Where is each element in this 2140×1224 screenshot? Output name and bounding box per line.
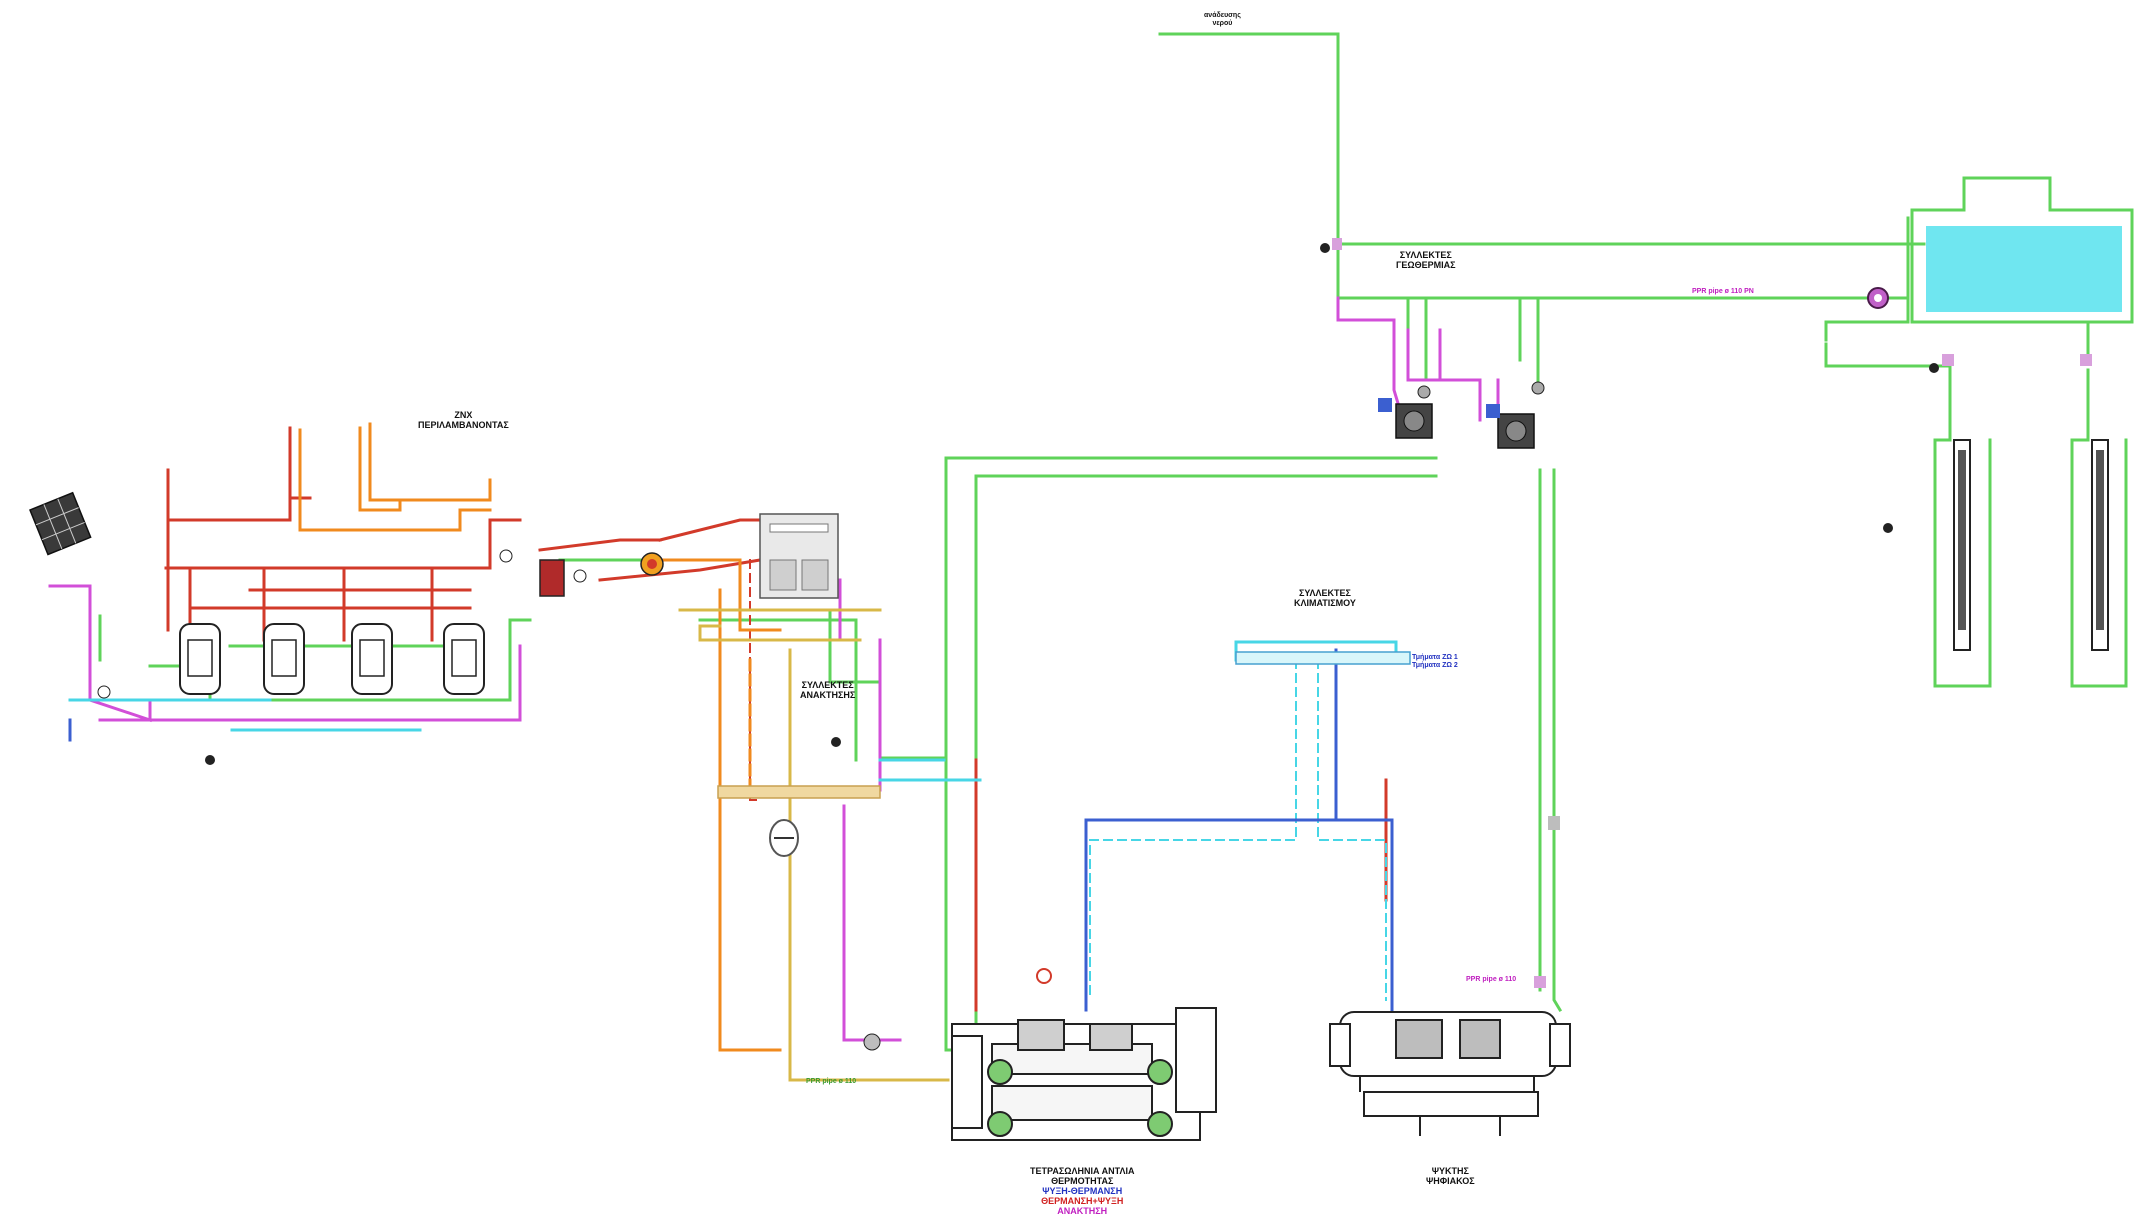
cooling-zones-label: Τμήματα ΖΩ 1 Τμήματα ΖΩ 2 — [1412, 654, 1458, 670]
chiller-line-2: ΨΗΦΙΑΚΟΣ — [1426, 1176, 1475, 1186]
boiler-4 — [443, 623, 485, 695]
chiller-label: ΨΥΚΤΗΣ ΨΗΦΙΑΚΟΣ — [1426, 1166, 1475, 1186]
recovery-manifold-label: ΣΥΛΛΕΚΤΕΣ ΑΝΑΚΤΗΣΗΣ — [800, 680, 855, 700]
heat-pump-line-2: ΘΕΡΜΟΤΗΤΑΣ — [1051, 1176, 1114, 1186]
heat-pump-machine — [951, 1007, 1217, 1141]
geothermal-pump-1 — [1378, 398, 1433, 439]
pipe-label-bottom: PPR pipe ø 110 — [806, 1078, 857, 1085]
well-pump-2 — [2091, 439, 2109, 651]
cooling-zone-2: Τμήματα ΖΩ 2 — [1412, 662, 1458, 669]
dhw-label: ΖΝΧ ΠΕΡΙΛΑΜΒΑΝΟΝΤΑΣ — [418, 410, 509, 430]
heat-pump-label: ΤΕΤΡΑΣΩΛΗΝΙΑ ΑΝΤΛΙΑ ΘΕΡΜΟΤΗΤΑΣ ΨΥΞΗ-ΘΕΡΜ… — [1030, 1166, 1134, 1216]
recovery-manifold-line-1: ΣΥΛΛΕΚΤΕΣ — [801, 680, 854, 690]
solar-panel — [29, 491, 92, 556]
geothermal-manifold-label: ΣΥΛΛΕΚΤΕΣ ΓΕΩΘΕΡΜΙΑΣ — [1396, 250, 1456, 270]
storage-unit — [759, 513, 839, 599]
boiler-1 — [179, 623, 221, 695]
boiler-2 — [263, 623, 305, 695]
boiler-3 — [351, 623, 393, 695]
chiller-machine — [1329, 1011, 1571, 1136]
cooling-pipes — [68, 648, 1394, 1012]
dhw-line-1: ΖΝΧ — [454, 410, 473, 420]
dhw-line-2: ΠΕΡΙΛΑΜΒΑΝΟΝΤΑΣ — [418, 420, 509, 430]
cooling-manifold-label: ΣΥΛΛΕΚΤΕΣ ΚΛΙΜΑΤΙΣΜΟΥ — [1294, 588, 1356, 608]
heat-pump-line-1: ΤΕΤΡΑΣΩΛΗΝΙΑ ΑΝΤΛΙΑ — [1030, 1166, 1135, 1176]
heat-pump-mode-1: ΨΥΞΗ-ΘΕΡΜΑΝΣΗ — [1042, 1186, 1123, 1196]
flow-meter — [769, 819, 799, 857]
geothermal-pump-2 — [1486, 404, 1535, 449]
chiller-line-1: ΨΥΚΤΗΣ — [1431, 1166, 1469, 1176]
recovery-manifold-line-2: ΑΝΑΚΤΗΣΗΣ — [800, 690, 856, 700]
geothermal-manifold-line-2: ΓΕΩΘΕΡΜΙΑΣ — [1396, 260, 1456, 270]
chilled-pipes — [68, 640, 1398, 782]
pipe-label-top: PPR pipe ø 110 PN — [1692, 288, 1754, 295]
top-outlet-line-1: ανάδευσης — [1204, 12, 1241, 19]
tank-pump — [1867, 287, 1889, 309]
top-outlet-line-2: νερού — [1212, 20, 1233, 27]
heat-pump-mode-2: ΘΕΡΜΑΝΣΗ+ΨΥΞΗ — [1041, 1196, 1124, 1206]
water-tank-fill — [1926, 226, 2122, 312]
well-pump-1 — [1953, 439, 1971, 651]
geothermal-manifold-line-1: ΣΥΛΛΕΚΤΕΣ — [1399, 250, 1452, 260]
recovery-pipes — [749, 559, 761, 801]
valve-markers — [97, 238, 2092, 1051]
recovery-collector — [717, 785, 881, 799]
dhw-pipes — [298, 422, 782, 1052]
cooling-manifold-line-1: ΣΥΛΛΕΚΤΕΣ — [1298, 588, 1351, 598]
heat-exchanger — [539, 552, 664, 597]
cooling-zone-1: Τμήματα ΖΩ 1 — [1412, 654, 1458, 661]
geothermal-pipes — [98, 32, 2128, 1052]
water-tank-outline — [1906, 176, 2134, 324]
chilled-dashed-pipes — [1089, 659, 1387, 1001]
cooling-manifold-line-2: ΚΛΙΜΑΤΙΣΜΟΥ — [1294, 598, 1356, 608]
cooling-collector — [1235, 651, 1411, 665]
pipe-label-right: PPR pipe ø 110 — [1466, 976, 1517, 983]
heat-pump-mode-3: ΑΝΑΚΤΗΣΗ — [1057, 1206, 1108, 1216]
top-outlet-label: ανάδευσης νερού — [1204, 12, 1241, 28]
